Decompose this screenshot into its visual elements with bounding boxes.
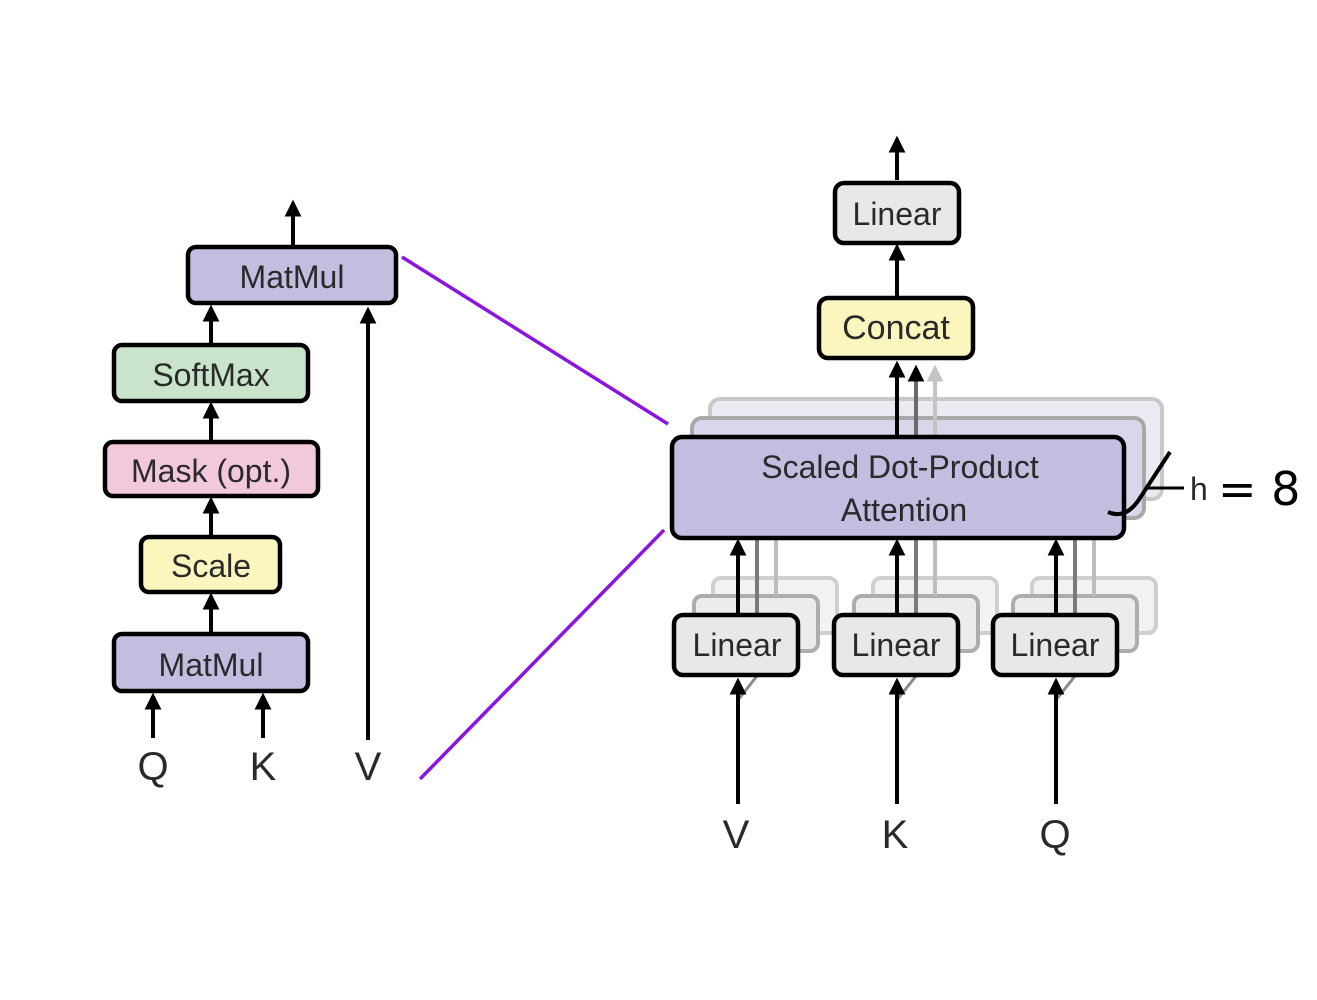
right-input-k: K bbox=[882, 813, 909, 857]
linear-k-box bbox=[831, 612, 961, 678]
head-annotation: = 8 bbox=[1218, 462, 1300, 516]
matmul-top-label: MatMul bbox=[240, 259, 345, 295]
head-label: h bbox=[1190, 471, 1208, 507]
q-branch bbox=[1054, 675, 1077, 701]
matmul-top-box bbox=[185, 244, 399, 306]
k-branch bbox=[895, 675, 918, 701]
left-input-q: Q bbox=[137, 745, 168, 789]
linear-v-box bbox=[671, 612, 801, 678]
attention-label-line1: Scaled Dot-Product bbox=[761, 449, 1039, 485]
left-input-v: V bbox=[355, 745, 382, 789]
mask-box bbox=[102, 439, 321, 499]
scale-label: Scale bbox=[171, 548, 251, 584]
linear-q-label: Linear bbox=[1011, 627, 1100, 663]
linear-top-label: Linear bbox=[853, 196, 942, 232]
head-bracket bbox=[1107, 450, 1172, 517]
multi-head-attention: Linear Concat Scaled Dot-Product Attenti… bbox=[669, 135, 1300, 857]
softmax-box bbox=[111, 342, 311, 404]
right-input-v: V bbox=[723, 813, 750, 857]
mask-label: Mask (opt.) bbox=[131, 453, 291, 489]
zoom-connector-top bbox=[401, 255, 669, 426]
matmul-bottom-box bbox=[111, 631, 311, 694]
concat-label: Concat bbox=[842, 309, 950, 347]
linear-top-box bbox=[832, 180, 962, 246]
concat-box bbox=[816, 295, 976, 361]
attention-box bbox=[669, 434, 1127, 541]
v-branch bbox=[736, 675, 759, 701]
attention-label-line2: Attention bbox=[841, 492, 967, 528]
linear-q-box bbox=[990, 612, 1120, 678]
scaled-dot-product-diagram: MatMul SoftMax Mask (opt.) Scale MatMul … bbox=[102, 199, 399, 789]
softmax-label: SoftMax bbox=[152, 357, 269, 393]
linear-k-label: Linear bbox=[852, 627, 941, 663]
linear-v-label: Linear bbox=[693, 627, 782, 663]
matmul-bottom-label: MatMul bbox=[159, 647, 264, 683]
scale-box bbox=[138, 534, 283, 595]
zoom-connector-bottom bbox=[418, 528, 666, 781]
right-input-q: Q bbox=[1039, 813, 1070, 857]
left-input-k: K bbox=[250, 745, 277, 789]
